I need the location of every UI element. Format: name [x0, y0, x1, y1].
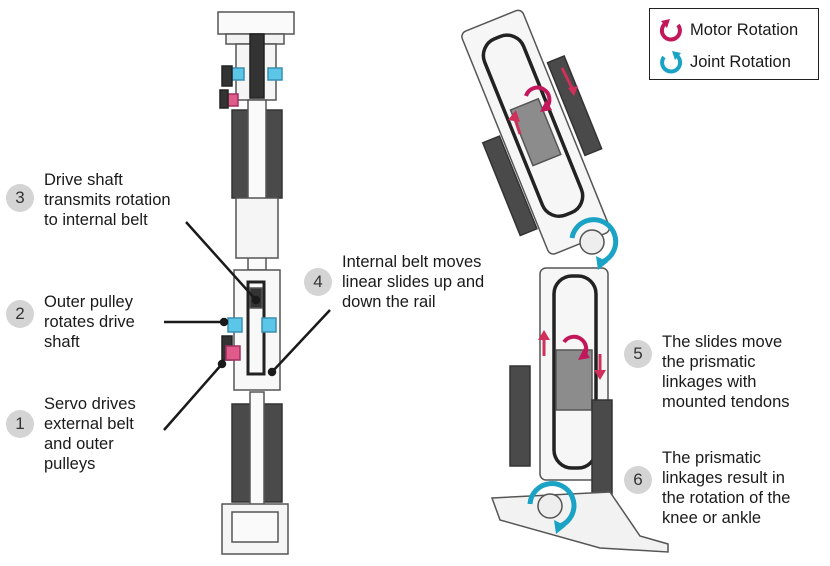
legend-motor-label: Motor Rotation — [690, 20, 799, 39]
shank-spring-left — [509, 365, 531, 467]
top-mount — [217, 11, 295, 35]
step-2-callout: 2 Outer pulley rotates drive shaft — [6, 292, 135, 352]
step-4-callout: 4 Internal belt moves linear slides up a… — [304, 252, 484, 312]
thigh-spring-left — [481, 135, 538, 237]
motor-rotation-marker-shank — [562, 334, 590, 360]
leader-step-1 — [163, 363, 223, 431]
legend-row-motor: Motor Rotation — [658, 17, 798, 43]
step-3-callout: 3 Drive shaft transmits rotation to inte… — [6, 170, 171, 230]
step-badge: 6 — [624, 466, 652, 494]
step-badge: 2 — [6, 300, 34, 328]
legend-joint-label: Joint Rotation — [690, 52, 791, 71]
thigh-spring-right — [546, 54, 603, 157]
shank-segment — [490, 267, 669, 553]
step-label: The prismatic linkages result in the rot… — [662, 449, 791, 527]
lower-spring-right — [261, 403, 283, 503]
step-label: Drive shaft transmits rotation to intern… — [44, 171, 171, 229]
step-label: The slides move the prismatic linkages w… — [662, 333, 790, 411]
step-badge: 1 — [6, 410, 34, 438]
motor-rotation-icon — [659, 19, 682, 42]
step-label: Outer pulley rotates drive shaft — [44, 293, 135, 351]
leader-step-3 — [185, 221, 257, 301]
leader-lines — [163, 221, 331, 431]
step-badge: 5 — [624, 340, 652, 368]
step-badge: 3 — [6, 184, 34, 212]
rotation-legend: Motor Rotation Joint Rotation — [649, 8, 819, 80]
step-label: Internal belt moves linear slides up and… — [342, 253, 485, 311]
thigh-segment — [461, 9, 611, 255]
bent-foot — [490, 491, 669, 553]
joint-rotation-marker-knee — [569, 217, 619, 270]
lower-spring-left — [231, 403, 253, 503]
step-5-callout: 5 The slides move the prismatic linkages… — [624, 332, 790, 412]
step-badge: 4 — [304, 268, 332, 296]
motor-rotation-marker-thigh — [524, 85, 552, 112]
step-label: Servo drives external belt and outer pul… — [44, 395, 136, 473]
straight-leg-assembly — [217, 11, 295, 555]
leader-step-4 — [271, 309, 331, 373]
step-1-callout: 1 Servo drives external belt and outer p… — [6, 394, 136, 474]
bent-leg-assembly — [461, 9, 669, 553]
step-6-callout: 6 The prismatic linkages result in the r… — [624, 448, 790, 528]
legend-row-joint: Joint Rotation — [658, 49, 791, 75]
joint-rotation-marker-ankle — [527, 481, 577, 534]
shank-spring-right — [591, 399, 613, 501]
joint-rotation-icon — [660, 51, 683, 74]
